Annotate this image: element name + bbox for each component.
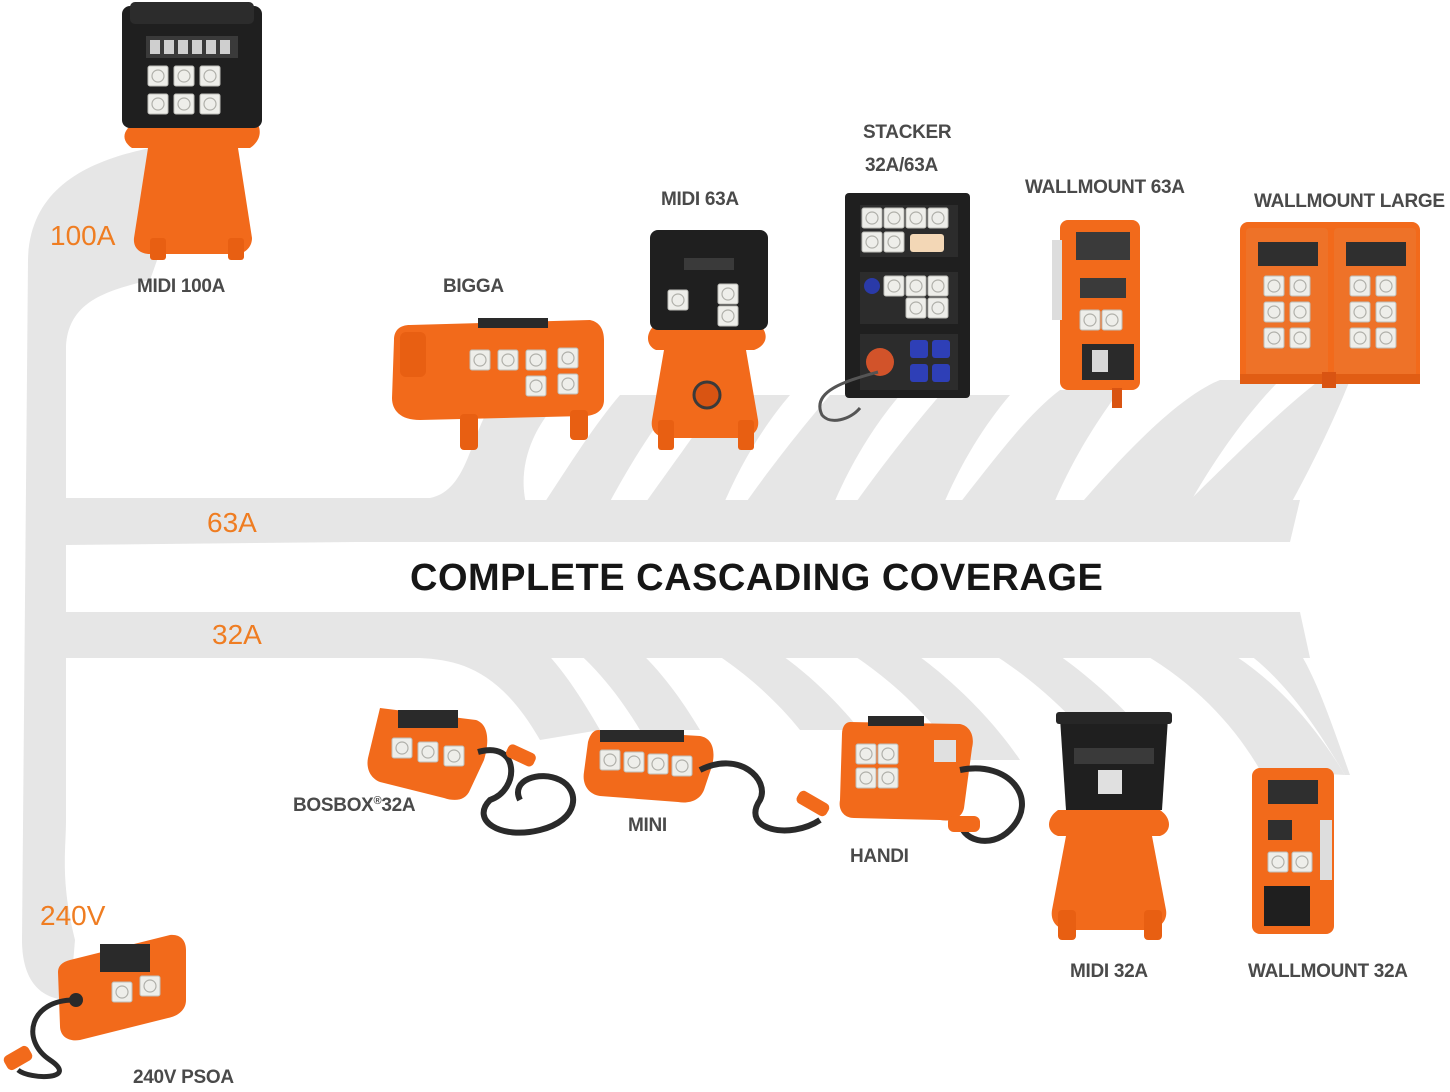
headline-title: COMPLETE CASCADING COVERAGE (410, 557, 1104, 599)
wallmount-32a-product (1252, 768, 1334, 934)
handi-label: HANDI (850, 846, 909, 867)
handi-product (839, 716, 1025, 844)
stacker-product (818, 193, 970, 422)
stacker-label-line1: STACKER (863, 122, 952, 143)
wallmount-63a-product (1052, 220, 1140, 408)
midi-32a-label: MIDI 32A (1070, 961, 1148, 982)
bigga-product (392, 318, 604, 450)
psoa-240v-product (3, 934, 186, 1079)
mini-product (583, 730, 830, 834)
tier-32a-label: 32A (212, 619, 262, 650)
midi-63a-product (647, 230, 768, 450)
trunk-path (22, 140, 200, 1000)
midi-100a-label: MIDI 100A (137, 276, 226, 297)
wallmount-large-label: WALLMOUNT LARGE (1254, 191, 1445, 212)
bosbox-product (367, 708, 577, 836)
stacker-label-line2: 32A/63A (865, 155, 938, 176)
wallmount-32a-label: WALLMOUNT 32A (1248, 961, 1408, 982)
tier-100a-label: 100A (50, 220, 116, 251)
bigga-label: BIGGA (443, 276, 504, 297)
tier-63a-label: 63A (207, 507, 257, 538)
bosbox-label: BOSBOX®32A (293, 795, 416, 817)
mini-label: MINI (628, 815, 667, 836)
tier-240v-label: 240V (40, 900, 106, 931)
wallmount-large-product (1240, 222, 1420, 388)
wallmount-63a-label: WALLMOUNT 63A (1025, 177, 1185, 198)
midi-32a-product (1049, 712, 1172, 940)
bosbox-name: BOSBOX (293, 795, 374, 816)
branches-63a (66, 380, 1350, 542)
midi-63a-label: MIDI 63A (661, 189, 739, 210)
bosbox-registered-mark: ® (373, 795, 382, 807)
psoa-240v-label: 240V PSOA (133, 1067, 234, 1088)
bosbox-rating: 32A (381, 795, 416, 816)
midi-100a-product (122, 2, 262, 260)
branches-32a (66, 612, 1350, 775)
